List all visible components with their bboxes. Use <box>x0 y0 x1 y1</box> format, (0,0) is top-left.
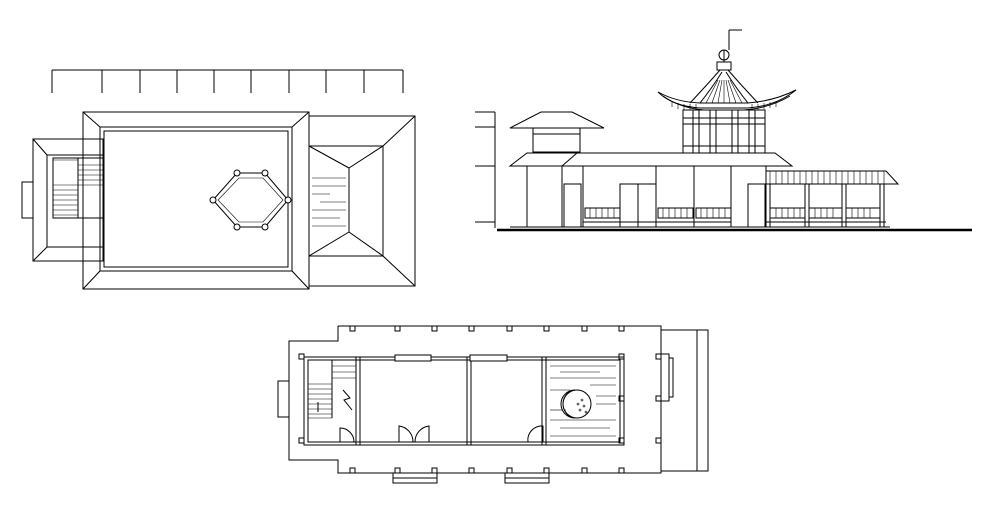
roof-plan-stair-wing <box>21 138 104 262</box>
floor-plan <box>277 325 709 484</box>
floor-plan-veranda <box>550 365 616 437</box>
floor-plan-platform <box>277 325 709 474</box>
elevation-main-eave <box>508 152 794 227</box>
floor-plan-walls <box>303 354 625 484</box>
elevation-veranda <box>765 170 900 228</box>
elevation-main-wall <box>561 165 767 228</box>
roof-plan <box>21 69 416 290</box>
floor-plan-stairs <box>308 360 356 419</box>
floor-plan-doors <box>339 425 544 443</box>
roof-plan-right-roof <box>308 115 416 287</box>
roof-plan-hexagon <box>209 169 292 231</box>
elevation-pagoda-tower <box>657 29 797 154</box>
elevation-level-markers <box>475 111 496 228</box>
elevation-left-roof <box>509 111 605 153</box>
roof-plan-dimension-line <box>51 69 404 93</box>
front-elevation <box>475 29 972 232</box>
roof-plan-main-roof <box>82 111 310 290</box>
floor-plan-columns <box>298 325 662 474</box>
